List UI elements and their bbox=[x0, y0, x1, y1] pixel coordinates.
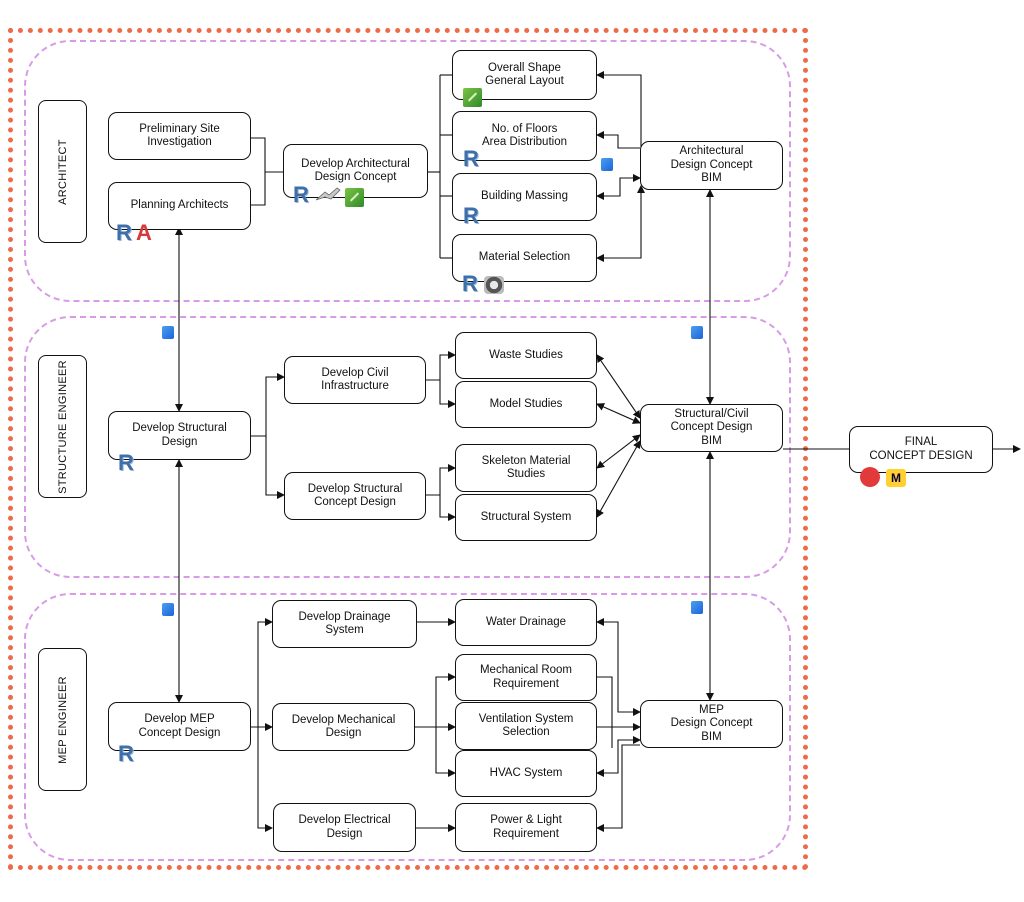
node-material-selection[interactable]: Material Selection bbox=[452, 234, 597, 282]
node-final-concept-design[interactable]: FINAL CONCEPT DESIGN bbox=[849, 426, 993, 473]
revit-icon: R bbox=[462, 271, 478, 296]
revit-icon: R bbox=[463, 203, 479, 228]
connector bbox=[251, 137, 266, 206]
node-overall-shape[interactable]: Overall Shape General Layout bbox=[452, 50, 597, 100]
lane-architect bbox=[24, 40, 791, 302]
connector bbox=[596, 174, 641, 200]
node-power-light-requirement[interactable]: Power & Light Requirement bbox=[455, 803, 597, 852]
node-develop-mechanical-design[interactable]: Develop Mechanical Design bbox=[272, 703, 415, 751]
lumion-icon bbox=[484, 276, 504, 294]
node-water-drainage[interactable]: Water Drainage bbox=[455, 599, 597, 646]
connector bbox=[439, 380, 456, 408]
lane-label-mep: MEP ENGINEER bbox=[38, 648, 87, 791]
node-preliminary-site-investigation[interactable]: Preliminary Site Investigation bbox=[108, 112, 251, 160]
lane-structure-engineer bbox=[24, 316, 791, 578]
bim-cube-icon bbox=[162, 326, 174, 339]
bim-cube-icon bbox=[691, 601, 703, 614]
node-ventilation-system-selection[interactable]: Ventilation System Selection bbox=[455, 702, 597, 750]
revit-icon: R bbox=[463, 146, 479, 171]
connector bbox=[596, 354, 641, 419]
revit-icon: R bbox=[118, 450, 134, 475]
connector bbox=[596, 131, 640, 149]
bim-cube-icon bbox=[691, 326, 703, 339]
node-develop-electrical-design[interactable]: Develop Electrical Design bbox=[273, 803, 416, 852]
revit-icon: R bbox=[118, 741, 134, 766]
node-develop-structural-concept-design[interactable]: Develop Structural Concept Design bbox=[284, 472, 426, 520]
connector bbox=[435, 673, 456, 727]
connector bbox=[596, 403, 641, 424]
connector bbox=[251, 373, 285, 437]
sketchup-icon bbox=[463, 88, 482, 107]
connector bbox=[596, 744, 640, 832]
node-hvac-system[interactable]: HVAC System bbox=[455, 750, 597, 797]
connector bbox=[596, 71, 642, 160]
connector bbox=[597, 676, 613, 748]
connector bbox=[596, 736, 641, 777]
lane-mep-engineer bbox=[24, 593, 791, 861]
node-mechanical-room-requirement[interactable]: Mechanical Room Requirement bbox=[455, 654, 597, 701]
connector bbox=[439, 495, 456, 521]
node-model-studies[interactable]: Model Studies bbox=[455, 381, 597, 428]
lane-label-structure: STRUCTURE ENGINEER bbox=[38, 355, 87, 498]
node-architectural-bim[interactable]: Architectural Design Concept BIM bbox=[640, 141, 783, 190]
bim-cube-icon bbox=[601, 158, 613, 171]
connector bbox=[257, 618, 273, 727]
node-building-massing[interactable]: Building Massing bbox=[452, 173, 597, 221]
node-planning-architects[interactable]: Planning Architects bbox=[108, 182, 251, 230]
connector bbox=[435, 727, 456, 777]
lane-label-architect: ARCHITECT bbox=[38, 100, 87, 243]
revit-icon: R bbox=[116, 220, 132, 245]
canva-icon bbox=[860, 467, 880, 487]
node-develop-mep-concept-design[interactable]: Develop MEP Concept Design bbox=[108, 702, 251, 751]
node-develop-structural-design[interactable]: Develop Structural Design bbox=[108, 411, 251, 460]
node-skeleton-material-studies[interactable]: Skeleton Material Studies bbox=[455, 444, 597, 492]
node-structural-civil-bim[interactable]: Structural/Civil Concept Design BIM bbox=[640, 404, 783, 452]
connector bbox=[596, 618, 641, 716]
connector bbox=[257, 727, 273, 832]
autocad-icon: A bbox=[136, 220, 152, 245]
connector bbox=[426, 351, 456, 381]
node-floors-area[interactable]: No. of Floors Area Distribution bbox=[452, 111, 597, 161]
connector bbox=[426, 464, 456, 496]
connector bbox=[265, 436, 285, 499]
rhino-icon bbox=[315, 186, 341, 202]
miro-icon: M bbox=[886, 469, 906, 487]
node-structural-system[interactable]: Structural System bbox=[455, 494, 597, 541]
node-develop-drainage-system[interactable]: Develop Drainage System bbox=[272, 600, 417, 648]
node-mep-bim[interactable]: MEP Design Concept BIM bbox=[640, 700, 783, 748]
revit-icon: R bbox=[293, 182, 309, 207]
connector bbox=[596, 185, 645, 262]
node-waste-studies[interactable]: Waste Studies bbox=[455, 332, 597, 379]
node-develop-civil-infrastructure[interactable]: Develop Civil Infrastructure bbox=[284, 356, 426, 404]
connector bbox=[596, 440, 641, 518]
sketchup-icon bbox=[345, 188, 364, 207]
bim-cube-icon bbox=[162, 603, 174, 616]
